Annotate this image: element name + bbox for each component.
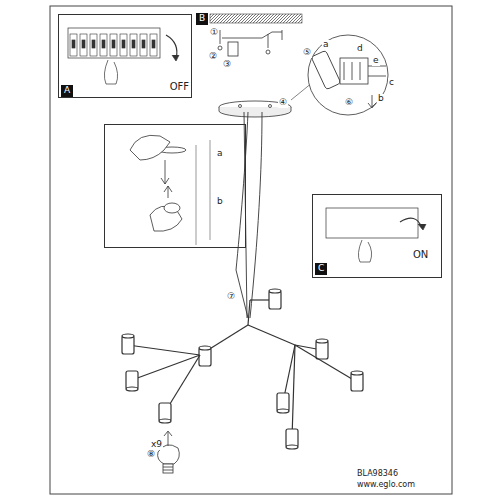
step-tag: A (61, 85, 73, 97)
callout-number: ② (208, 52, 218, 62)
callout-letter: e (372, 56, 380, 66)
callout-number: ③ (222, 60, 232, 70)
inset-panel: OFF A (58, 14, 192, 98)
callout-letter: a (322, 40, 330, 50)
callout-letter: b (377, 94, 385, 104)
step-label: ON (413, 249, 428, 260)
inset-panel: ON C (312, 194, 442, 278)
callout-number: ⑤ (302, 48, 312, 58)
callout-letter: c (388, 78, 395, 88)
step-tag: B (196, 13, 208, 25)
callout-number: ④ (278, 98, 288, 108)
callout-number: ⑥ (344, 98, 354, 108)
step-label: a (217, 149, 223, 159)
callout-number: ⑧ (146, 450, 156, 460)
quantity-label: x9 (150, 440, 163, 450)
model-number: BLA98346 (356, 470, 399, 479)
website: www.eglo.com (356, 481, 416, 490)
step-tag: C (315, 263, 327, 275)
callout-number: ⑦ (226, 292, 236, 302)
step-label: b (217, 197, 223, 207)
callout-number: ① (209, 28, 219, 38)
callout-letter: d (356, 44, 364, 54)
inset-panel: ab (104, 124, 246, 248)
step-label: OFF (170, 81, 189, 92)
